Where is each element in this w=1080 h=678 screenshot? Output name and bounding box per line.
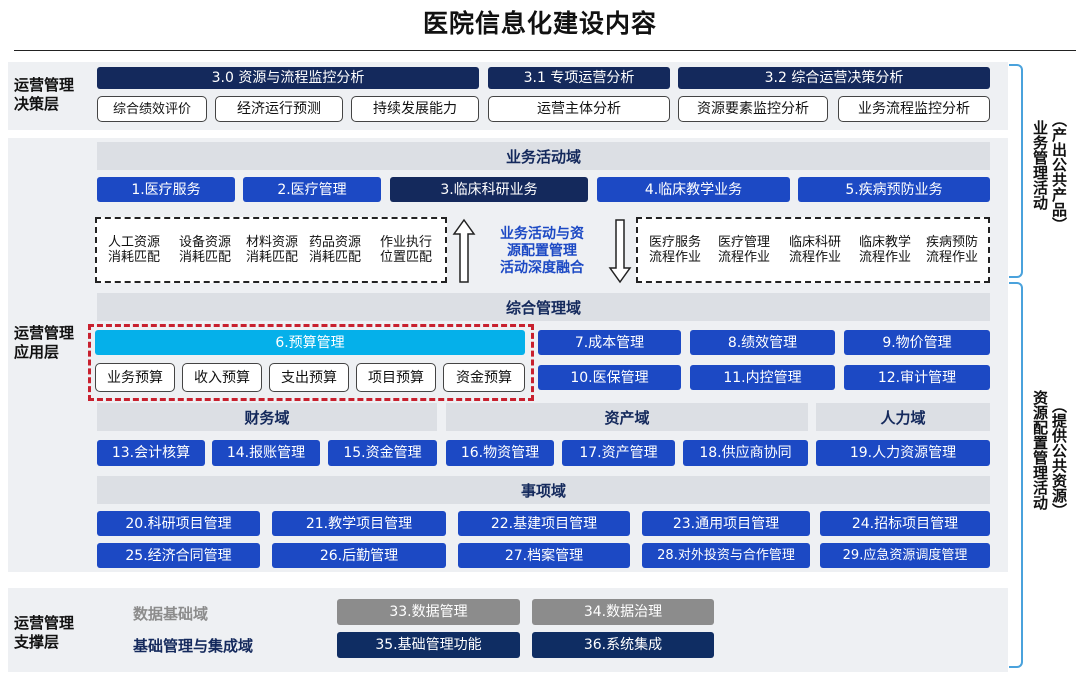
activity-drug-matching: 药品资源 消耗匹配 xyxy=(308,235,361,265)
support-item-system-integration[interactable]: 36.系统集成 xyxy=(532,632,714,658)
layer-label-support: 运营管理 支撑层 xyxy=(14,614,75,651)
comprehensive-item-cost[interactable]: 7.成本管理 xyxy=(538,330,681,355)
affairs-item-teaching-project[interactable]: 21.教学项目管理 xyxy=(272,511,446,536)
budget-mgmt-button[interactable]: 6.预算管理 xyxy=(95,330,525,355)
side-label-business-main: 业务管理活动 xyxy=(1031,120,1049,210)
activity-labor-matching: 人工资源 消耗匹配 xyxy=(107,235,160,265)
budget-item-expense[interactable]: 支出预算 xyxy=(269,363,349,392)
hr-item-human-resources[interactable]: 19.人力资源管理 xyxy=(816,440,990,466)
affairs-item-archives[interactable]: 27.档案管理 xyxy=(458,543,630,568)
affairs-item-emergency[interactable]: 29.应急资源调度管理 xyxy=(820,543,990,568)
asset-item-supplier[interactable]: 18.供应商协同 xyxy=(683,440,808,466)
activity-teaching-process: 临床教学 流程作业 xyxy=(858,235,911,265)
affairs-item-construction-project[interactable]: 22.基建项目管理 xyxy=(458,511,630,536)
resource-activity-bracket xyxy=(1009,282,1023,668)
activity-mgmt-process: 医疗管理 流程作业 xyxy=(717,235,770,265)
business-item-clinical-teaching[interactable]: 4.临床教学业务 xyxy=(597,177,790,202)
affairs-item-general-project[interactable]: 23.通用项目管理 xyxy=(642,511,810,536)
affairs-item-research-project[interactable]: 20.科研项目管理 xyxy=(97,511,260,536)
decision-item-process-monitor[interactable]: 业务流程监控分析 xyxy=(838,96,990,122)
down-arrow-icon xyxy=(608,219,632,284)
decision-item-performance[interactable]: 综合绩效评价 xyxy=(97,96,207,122)
affairs-item-investment[interactable]: 28.对外投资与合作管理 xyxy=(642,543,810,568)
activity-position-matching: 作业执行 位置匹配 xyxy=(379,235,432,265)
side-label-business-sub: （产出公共产品） xyxy=(1050,112,1068,232)
decision-header-resource-process[interactable]: 3.0 资源与流程监控分析 xyxy=(97,67,479,89)
comprehensive-item-audit[interactable]: 12.审计管理 xyxy=(844,365,990,390)
decision-item-entity-analysis[interactable]: 运营主体分析 xyxy=(488,96,670,122)
asset-item-assets[interactable]: 17.资产管理 xyxy=(562,440,675,466)
process-work-group xyxy=(636,217,990,283)
activity-material-matching: 材料资源 消耗匹配 xyxy=(245,235,298,265)
resource-matching-group xyxy=(95,217,447,283)
finance-item-reimbursement[interactable]: 14.报账管理 xyxy=(212,440,320,466)
decision-header-special-ops[interactable]: 3.1 专项运营分析 xyxy=(488,67,670,89)
business-item-disease-prevention[interactable]: 5.疾病预防业务 xyxy=(798,177,990,202)
side-label-resource-sub: （提供公共资源） xyxy=(1050,398,1068,518)
base-domain-label: 基础管理与集成域 xyxy=(133,637,254,655)
page-title: 医院信息化建设内容 xyxy=(422,9,657,38)
business-item-clinical-research[interactable]: 3.临床科研业务 xyxy=(390,177,588,202)
support-item-data-mgmt[interactable]: 33.数据管理 xyxy=(337,599,520,625)
fusion-text: 业务活动与资 源配置管理 活动深度融合 xyxy=(500,225,584,276)
affairs-item-economic-contract[interactable]: 25.经济合同管理 xyxy=(97,543,260,568)
comprehensive-domain-header: 综合管理域 xyxy=(97,293,990,321)
activity-equipment-matching: 设备资源 消耗匹配 xyxy=(178,235,231,265)
layer-label-decision: 运营管理 决策层 xyxy=(14,76,75,113)
affairs-item-logistics[interactable]: 26.后勤管理 xyxy=(272,543,446,568)
business-item-medical-mgmt[interactable]: 2.医疗管理 xyxy=(243,177,381,202)
business-item-medical-service[interactable]: 1.医疗服务 xyxy=(97,177,235,202)
business-domain-header: 业务活动域 xyxy=(97,142,990,170)
decision-item-resource-monitor[interactable]: 资源要素监控分析 xyxy=(678,96,828,122)
business-activity-bracket xyxy=(1009,64,1023,278)
layer-label-application: 运营管理 应用层 xyxy=(14,324,75,361)
budget-item-income[interactable]: 收入预算 xyxy=(182,363,262,392)
side-label-resource-main: 资源配置管理活动 xyxy=(1031,390,1049,510)
decision-item-sustainability[interactable]: 持续发展能力 xyxy=(351,96,479,122)
affairs-domain-header: 事项域 xyxy=(97,476,990,504)
hr-domain-header: 人力域 xyxy=(816,403,990,431)
finance-item-fund[interactable]: 15.资金管理 xyxy=(328,440,437,466)
finance-domain-header: 财务域 xyxy=(97,403,437,431)
asset-domain-header: 资产域 xyxy=(446,403,808,431)
data-domain-label: 数据基础域 xyxy=(133,605,209,623)
activity-research-process: 临床科研 流程作业 xyxy=(788,235,841,265)
comprehensive-item-pricing[interactable]: 9.物价管理 xyxy=(844,330,990,355)
comprehensive-item-performance[interactable]: 8.绩效管理 xyxy=(690,330,835,355)
activity-prevention-process: 疾病预防 流程作业 xyxy=(925,235,978,265)
decision-item-economic-forecast[interactable]: 经济运行预测 xyxy=(215,96,343,122)
budget-item-business[interactable]: 业务预算 xyxy=(95,363,175,392)
up-arrow-icon xyxy=(452,218,476,283)
support-item-base-functions[interactable]: 35.基础管理功能 xyxy=(337,632,520,658)
budget-highlight-frame xyxy=(88,324,534,401)
decision-header-comprehensive[interactable]: 3.2 综合运营决策分析 xyxy=(678,67,990,89)
comprehensive-item-insurance[interactable]: 10.医保管理 xyxy=(538,365,681,390)
support-item-data-governance[interactable]: 34.数据治理 xyxy=(532,599,714,625)
affairs-item-bidding-project[interactable]: 24.招标项目管理 xyxy=(820,511,990,536)
asset-item-materials[interactable]: 16.物资管理 xyxy=(446,440,554,466)
finance-item-accounting[interactable]: 13.会计核算 xyxy=(97,440,205,466)
comprehensive-item-internal-control[interactable]: 11.内控管理 xyxy=(690,365,835,390)
budget-item-project[interactable]: 项目预算 xyxy=(356,363,436,392)
title-divider xyxy=(14,50,1076,51)
budget-item-fund[interactable]: 资金预算 xyxy=(443,363,525,392)
activity-service-process: 医疗服务 流程作业 xyxy=(648,235,701,265)
